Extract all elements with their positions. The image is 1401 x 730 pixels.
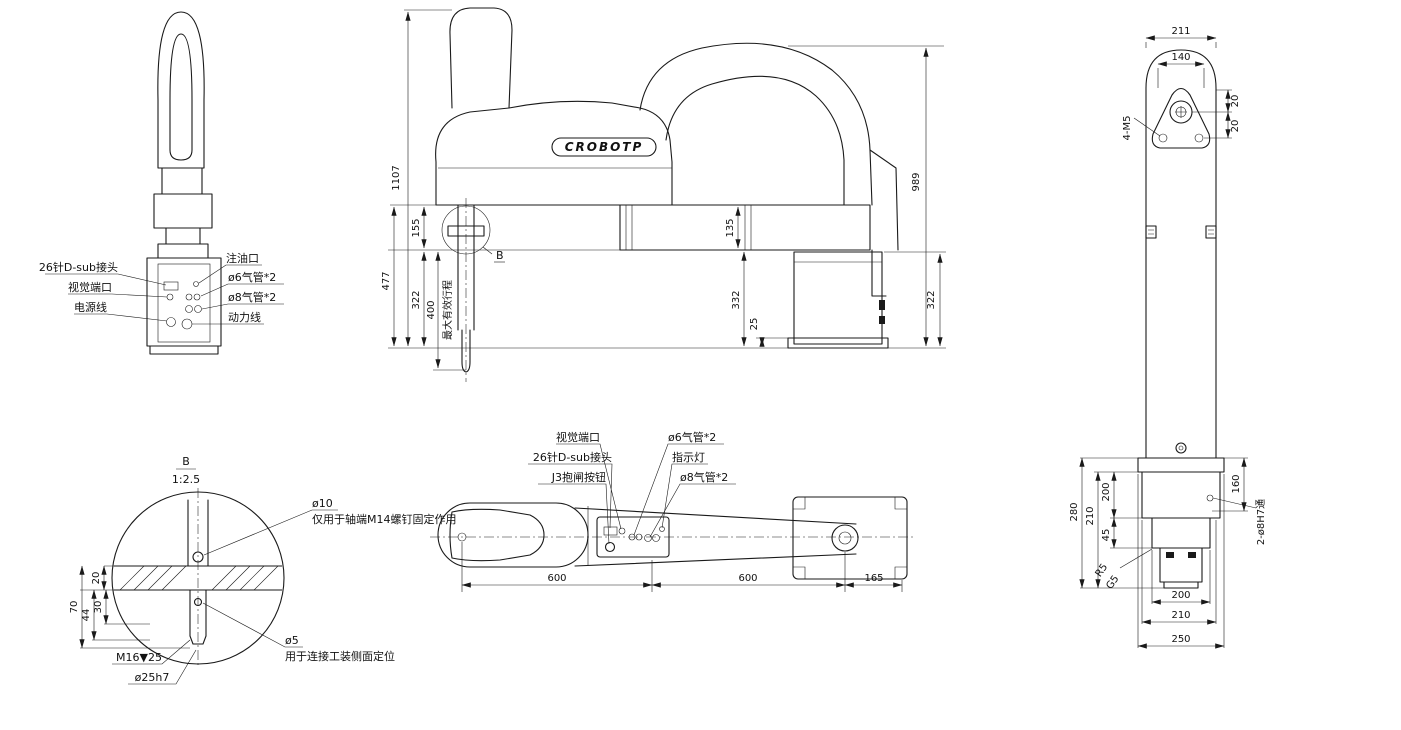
top-air8-port-2	[652, 534, 660, 542]
dim-989: 989	[911, 172, 922, 191]
label-d5-note: 用于连接工装侧面定位	[285, 649, 395, 663]
dim-20-a: 20	[1230, 95, 1241, 108]
detail-b-ref: B	[496, 249, 504, 262]
label-m16: M16▼25	[116, 651, 162, 664]
label-d10: ø10	[312, 497, 333, 510]
top-vision-port	[618, 527, 626, 535]
dim-155: 155	[411, 218, 422, 237]
oil-port	[193, 281, 199, 287]
label-vision: 视觉端口	[68, 280, 112, 294]
dim-200-b: 200	[1171, 590, 1190, 601]
dim-135: 135	[725, 218, 736, 237]
label-2-o8h7: 2-ø8H7通	[1255, 499, 1267, 545]
air6-port-2	[193, 293, 201, 301]
top-dsub-connector	[603, 526, 618, 536]
label-d25h7: ø25h7	[135, 671, 170, 684]
top-view-labels: 视觉端口 26针D-sub接头 J3抱闸按钮 ø6气管*2 指示灯 ø8气管*2	[528, 430, 736, 545]
detail-b-callout-circle	[441, 205, 491, 255]
label-oil: 注油口	[226, 251, 259, 265]
label-air6: ø6气管*2	[228, 270, 276, 284]
label-air8: ø8气管*2	[228, 290, 276, 304]
detail-b-view: B 1:2.5 20 70 44 30 ø10 仅用于轴端M14螺钉固定作用	[69, 455, 457, 685]
top-view: 视觉端口 26针D-sub接头 J3抱闸按钮 ø6气管*2 指示灯 ø8气管*2…	[430, 430, 915, 592]
front-view: 26针D-sub接头 视觉端口 电源线 注油口 ø6气管*2 ø8气管*2 动力…	[39, 11, 284, 355]
dim-70: 70	[69, 601, 80, 614]
label-4-m5: 4-M5	[1122, 116, 1133, 141]
rear-view-dimensions: 211 140 20 20 4-M5 280 210 200 45 160 2-…	[1069, 26, 1267, 649]
dim-25: 25	[749, 318, 760, 331]
label-d5: ø5	[285, 634, 299, 647]
dim-600-b: 600	[738, 573, 757, 584]
detail-b-section	[113, 499, 283, 645]
air8-port-2	[194, 305, 202, 313]
dim-280: 280	[1069, 502, 1080, 521]
dim-20-b: 20	[1230, 120, 1241, 133]
top-label-indicator: 指示灯	[672, 450, 705, 464]
label-power: 电源线	[74, 300, 107, 314]
side-view: CROBOTP 1107 477 155 322 400 最大有效行程 B	[381, 7, 946, 382]
dim-210-b: 210	[1171, 610, 1190, 621]
front-view-labels: 26针D-sub接头 视觉端口 电源线 注油口 ø6气管*2 ø8气管*2 动力…	[39, 251, 284, 325]
dim-332: 332	[731, 290, 742, 309]
rear-view-outline	[1137, 49, 1225, 589]
brand-logo: CROBOTP	[565, 140, 644, 154]
dim-140: 140	[1171, 52, 1190, 63]
front-view-outline	[146, 11, 222, 355]
dim-160: 160	[1231, 474, 1242, 493]
top-label-air8: ø8气管*2	[680, 470, 728, 484]
label-g5: G5	[1104, 574, 1121, 592]
top-label-dsub: 26针D-sub接头	[533, 450, 612, 464]
label-dsub: 26针D-sub接头	[39, 260, 118, 274]
side-view-dimensions: 1107 477 155 322 400 最大有效行程 B 135 332	[381, 9, 946, 371]
label-r5: R5	[1094, 562, 1111, 579]
air6-port-1	[185, 293, 193, 301]
front-connector-panel	[163, 281, 202, 330]
dim-44: 44	[81, 609, 92, 622]
dim-200-v: 200	[1101, 482, 1112, 501]
motor-connector	[181, 318, 193, 330]
top-label-j3: J3抱闸按钮	[551, 470, 606, 484]
top-label-vision: 视觉端口	[556, 430, 600, 444]
detail-b-title: B	[182, 455, 190, 468]
dim-1107: 1107	[391, 165, 402, 190]
detail-b-dimensions: 20 70 44 30 ø10 仅用于轴端M14螺钉固定作用 M16▼25 ø2…	[69, 497, 457, 685]
dim-600-a: 600	[547, 573, 566, 584]
dim-400: 400	[426, 300, 437, 319]
dowel-hole	[1206, 494, 1214, 502]
dim-210-v: 210	[1085, 506, 1096, 525]
logo-plate	[551, 137, 657, 157]
label-max-stroke: 最大有效行程	[441, 280, 454, 340]
dim-477: 477	[381, 271, 392, 290]
vision-port	[166, 293, 174, 301]
m5-hole-1	[1158, 133, 1168, 143]
dsub-connector	[163, 281, 179, 291]
j3-brake-button	[604, 541, 616, 553]
top-view-dimensions: 600 600 165	[461, 542, 903, 592]
dim-45: 45	[1101, 529, 1112, 542]
air8-port-1	[185, 305, 193, 313]
dim-322-right: 322	[926, 290, 937, 309]
m5-hole-2	[1194, 133, 1204, 143]
dim-322-left: 322	[411, 290, 422, 309]
dim-30: 30	[93, 601, 104, 614]
label-motor: 动力线	[228, 310, 261, 324]
dim-211: 211	[1171, 26, 1190, 37]
side-view-outline	[435, 7, 899, 382]
top-label-air6: ø6气管*2	[668, 430, 716, 444]
rear-view: 211 140 20 20 4-M5 280 210 200 45 160 2-…	[1069, 26, 1267, 649]
dim-165: 165	[864, 573, 883, 584]
dim-20: 20	[91, 572, 102, 585]
top-air8-port-1	[644, 534, 652, 542]
base-connector-1	[879, 300, 885, 310]
base-connector-2	[879, 316, 885, 324]
dim-250-b: 250	[1171, 634, 1190, 645]
label-d10-note: 仅用于轴端M14螺钉固定作用	[312, 512, 457, 526]
top-view-outline	[430, 496, 915, 580]
power-connector	[166, 317, 176, 327]
detail-b-scale: 1:2.5	[172, 473, 200, 486]
